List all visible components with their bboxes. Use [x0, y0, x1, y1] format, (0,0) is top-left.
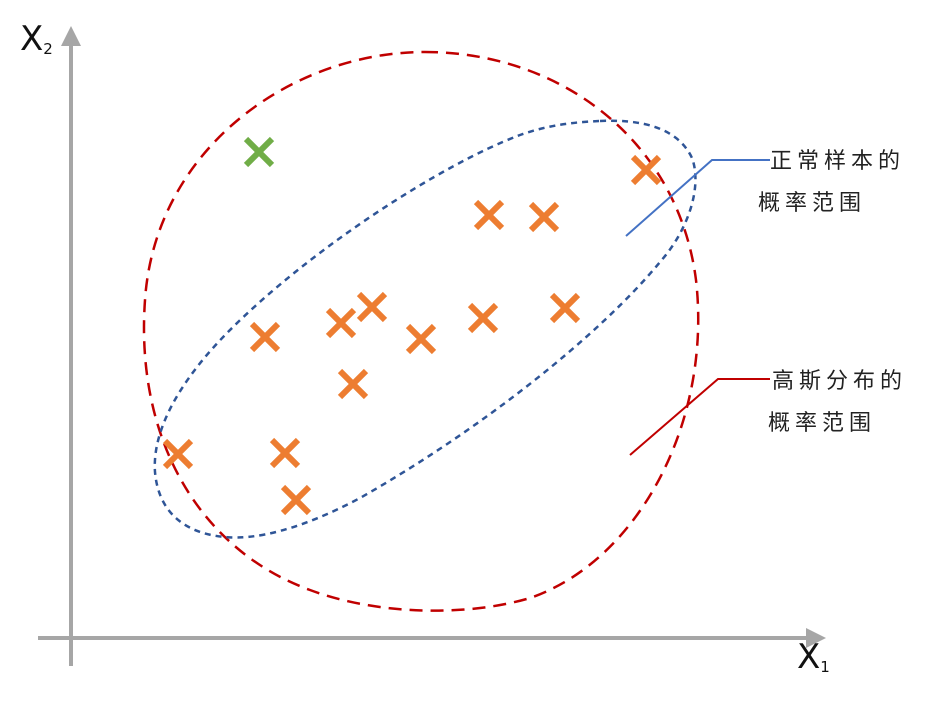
normal-sample-marker-stroke: [630, 154, 662, 186]
normal-sample-marker: [269, 437, 301, 469]
normal-sample-marker-stroke: [325, 307, 357, 339]
normal-sample-marker: [528, 201, 560, 233]
y-axis-label-main: X: [20, 19, 43, 59]
normal-sample-marker: [467, 302, 499, 334]
normal-sample-marker-stroke: [337, 368, 369, 400]
normal-range-label-line2: 概率范围: [758, 191, 866, 216]
normal-sample-marker-stroke: [473, 199, 505, 231]
gaussian-range-ellipse: [142, 50, 700, 612]
x-axis-label: X1: [797, 637, 830, 677]
sample-markers: [162, 136, 662, 516]
normal-sample-marker-stroke: [356, 291, 388, 323]
gaussian-range-leader: [629, 378, 770, 456]
normal-sample-marker: [280, 484, 312, 516]
normal-sample-marker: [325, 307, 357, 339]
normal-sample-marker-stroke: [249, 321, 281, 353]
x-axis-label-sub: 1: [820, 658, 830, 676]
normal-range-label-line1: 正常样本的: [770, 149, 905, 174]
normal-sample-marker-stroke: [467, 302, 499, 334]
gaussian-range-label-line1: 高斯分布的: [772, 369, 907, 394]
normal-range-ellipse: [153, 119, 697, 539]
gaussian-range-label-line2: 概率范围: [768, 411, 876, 436]
x-axis-label-main: X: [797, 637, 820, 677]
normal-sample-marker: [405, 323, 437, 355]
normal-sample-marker: [630, 154, 662, 186]
normal-sample-marker-stroke: [405, 323, 437, 355]
anomaly-sample-marker: [243, 136, 275, 168]
normal-sample-marker: [356, 291, 388, 323]
normal-sample-marker-stroke: [528, 201, 560, 233]
normal-sample-marker: [337, 368, 369, 400]
normal-range-leader: [625, 159, 770, 237]
anomaly-sample-marker-stroke: [243, 136, 275, 168]
normal-sample-marker: [249, 321, 281, 353]
normal-sample-marker: [162, 438, 194, 470]
normal-sample-marker-stroke: [280, 484, 312, 516]
normal-sample-marker-stroke: [269, 437, 301, 469]
normal-sample-marker-stroke: [162, 438, 194, 470]
y-axis-label-sub: 2: [43, 40, 53, 58]
normal-sample-marker: [473, 199, 505, 231]
normal-sample-marker: [549, 292, 581, 324]
y-axis-label: X2: [20, 19, 53, 59]
normal-sample-marker-stroke: [549, 292, 581, 324]
